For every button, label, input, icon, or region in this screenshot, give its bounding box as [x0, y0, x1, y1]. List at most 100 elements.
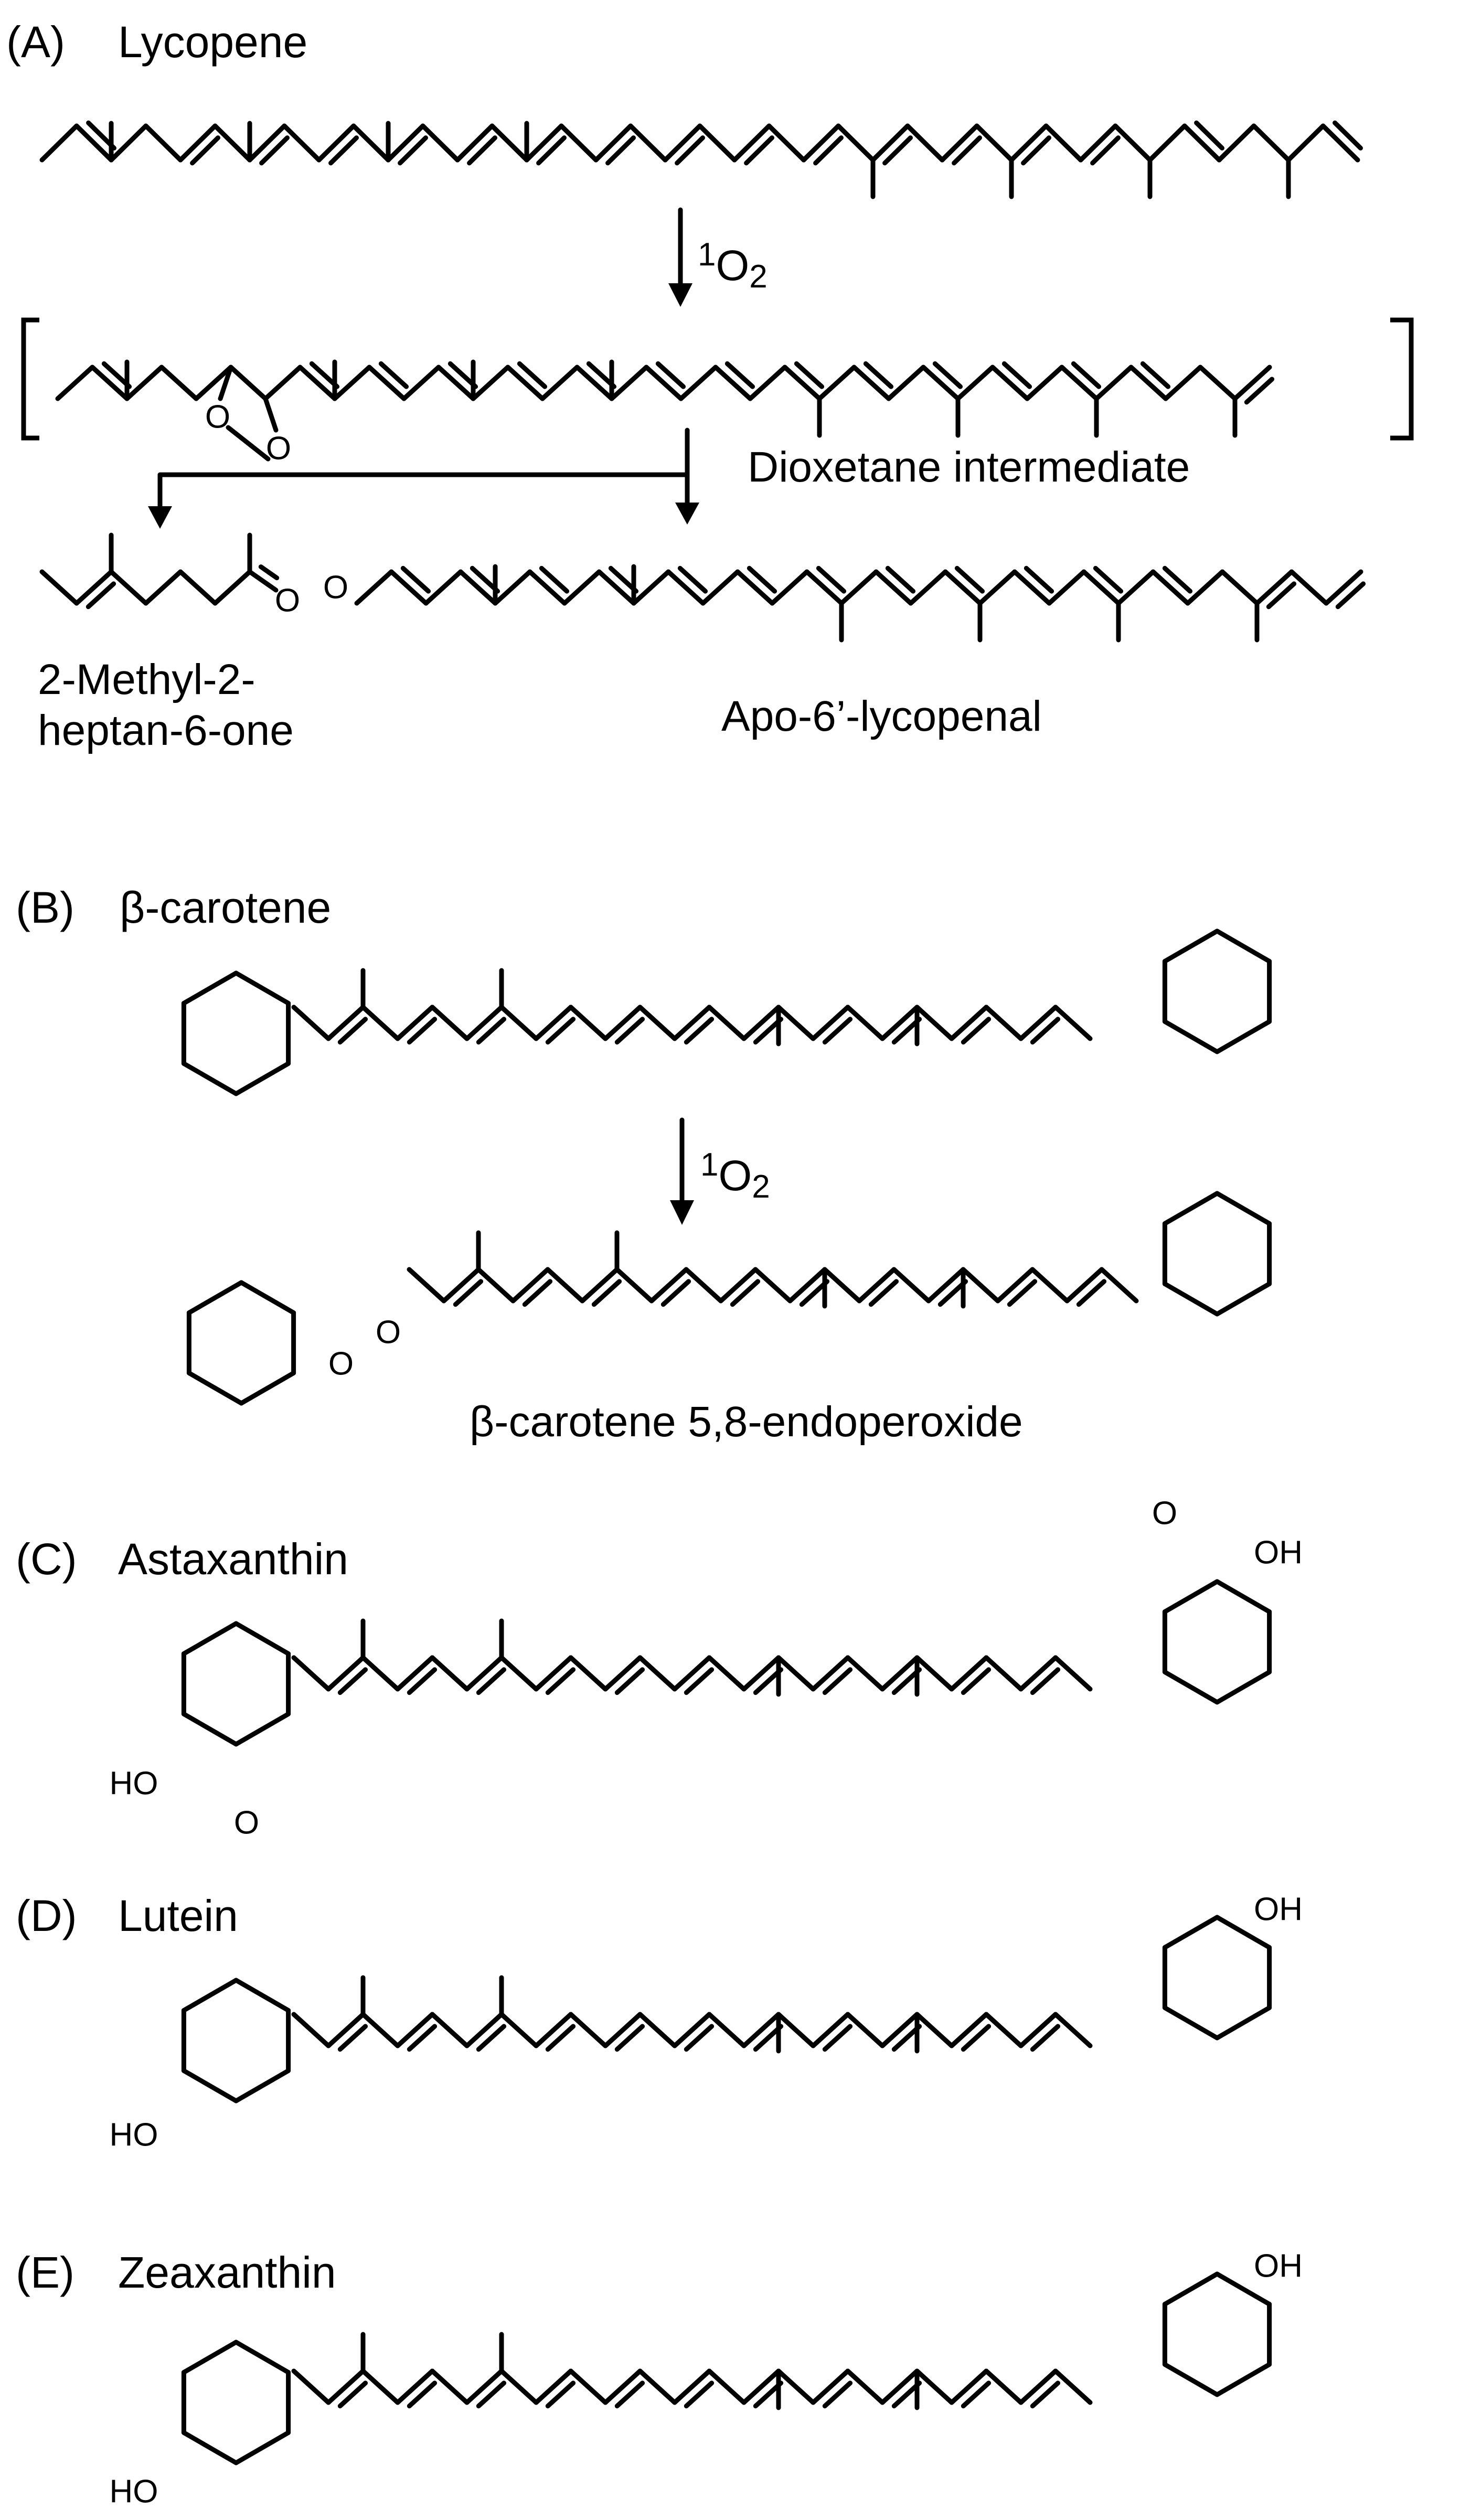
double-bond	[1324, 569, 1363, 606]
hydroxyl-left: HO	[110, 1766, 158, 1802]
ring-bond	[181, 2068, 239, 2103]
double-bond	[741, 2012, 781, 2048]
ring-bond	[181, 2340, 239, 2375]
single-bond	[1025, 365, 1064, 401]
double-bond-inner	[724, 361, 755, 389]
double-bond-inner	[517, 361, 548, 389]
double-bond	[389, 569, 429, 606]
ring-bond	[1214, 928, 1272, 964]
single-bond	[499, 2012, 539, 2048]
double-bond	[1018, 1655, 1058, 1692]
double-bond-inner	[259, 135, 290, 166]
single-bond	[39, 123, 79, 163]
single-bond	[914, 2368, 954, 2405]
double-bond	[326, 1655, 366, 1692]
single-bond	[955, 365, 995, 401]
double-bond	[395, 1005, 435, 1041]
panel-c-letter: (C)	[16, 1534, 77, 1584]
double-bond-inner	[1335, 581, 1366, 610]
ring-bond	[1162, 2362, 1220, 2397]
ring-bond	[1162, 2005, 1220, 2041]
double-bond-inner	[258, 564, 280, 581]
single-bond	[212, 569, 252, 606]
single-bond	[1116, 569, 1156, 606]
single-bond	[1053, 2368, 1093, 2405]
single-bond	[845, 2368, 885, 2405]
double-bond	[1012, 569, 1052, 606]
single-bond	[430, 2012, 470, 2048]
single-bond	[984, 2012, 1024, 2048]
ring-bond	[1214, 1670, 1272, 1705]
double-bond-inner	[614, 1017, 645, 1045]
ring-bond	[239, 1280, 296, 1315]
double-bond-inner	[952, 135, 982, 166]
double-bond-inner	[1030, 2380, 1061, 2409]
double-bond	[811, 2012, 850, 2048]
double-bond	[666, 569, 706, 606]
double-bond	[1009, 123, 1049, 163]
double-bond-inner	[407, 1667, 438, 1695]
double-bond-inner	[328, 135, 359, 166]
double-bond	[534, 2012, 573, 2048]
double-bond	[178, 123, 218, 163]
ring-bond	[1162, 1191, 1220, 1226]
double-bond	[870, 123, 910, 163]
double-bond	[1018, 2012, 1058, 2048]
double-bond	[672, 1655, 712, 1692]
double-bond-inner	[190, 135, 220, 166]
double-bond-inner	[476, 2380, 507, 2409]
single-bond	[836, 123, 876, 163]
double-bond-inner	[747, 565, 777, 594]
label-endoperoxide: β-carotene 5,8-endoperoxide	[470, 1398, 1023, 1446]
ring-bond	[1214, 2362, 1272, 2397]
single-bond	[559, 123, 599, 163]
ring-bond	[233, 970, 291, 1006]
single-bond	[143, 123, 183, 163]
single-bond	[914, 1005, 954, 1041]
double-bond-inner	[545, 1017, 576, 1045]
single-bond	[914, 2012, 954, 2048]
double-bond	[603, 2368, 643, 2405]
double-bond	[811, 1655, 850, 1692]
panel-e-letter: (E)	[16, 2248, 74, 2297]
ring-bond	[218, 365, 233, 401]
keto-oxygen: O	[1152, 1496, 1177, 1532]
double-bond-inner	[400, 565, 431, 594]
ring-bond	[1214, 1915, 1272, 1950]
single-bond	[700, 569, 740, 606]
label-methylheptenone-line2: heptan-6-one	[38, 707, 294, 754]
double-bond-inner	[591, 1279, 622, 1307]
single-bond	[614, 1267, 654, 1304]
double-bond-inner	[1093, 565, 1124, 594]
single-bond	[984, 1005, 1024, 1041]
double-bond	[741, 1655, 781, 1692]
single-bond	[609, 365, 649, 401]
double-bond-inner	[684, 2380, 715, 2409]
double-bond-inner	[744, 135, 774, 166]
single-bond	[282, 123, 322, 163]
double-bond	[436, 365, 476, 401]
double-bond-inner	[1333, 120, 1363, 151]
single-bond	[707, 1655, 747, 1692]
double-bond-inner	[822, 1017, 853, 1045]
single-bond	[291, 1005, 331, 1041]
double-bond	[811, 1005, 850, 1041]
panel-e-title: Zeaxanthin	[118, 2248, 336, 2297]
double-bond	[316, 123, 356, 163]
double-bond-inner	[337, 1667, 368, 1695]
carbonyl-oxygen: O	[275, 583, 300, 619]
single-bond	[1047, 569, 1086, 606]
double-bond-inner	[378, 361, 409, 389]
ring-bond	[1162, 1915, 1220, 1950]
double-bond	[326, 2368, 366, 2405]
double-bond-inner	[337, 2024, 368, 2052]
ring-bond	[1162, 1579, 1220, 1614]
double-bond-inner	[961, 2024, 992, 2052]
single-bond	[568, 1655, 608, 1692]
double-bond	[74, 569, 114, 606]
double-bond-inner	[614, 2380, 645, 2409]
double-bond-inner	[536, 135, 567, 166]
ring-bond	[1162, 2271, 1220, 2307]
split-arrow	[148, 428, 699, 529]
